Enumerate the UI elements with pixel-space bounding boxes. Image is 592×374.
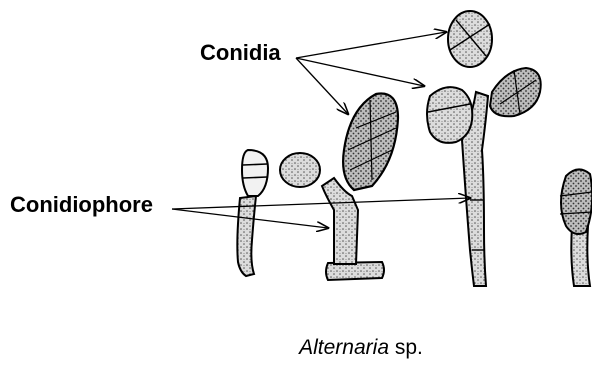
label-conidiophore: Conidiophore [10,192,153,218]
conidium-left [242,150,268,196]
conidiophore-left [237,196,256,276]
conidium-top [448,11,492,67]
conidium-right-left [427,87,472,143]
caption: Alternaria sp. [0,336,592,360]
conidium-middle-large [343,94,398,191]
conidium-right-right [490,68,541,116]
conidiophore-far-right [560,169,592,286]
conidium-middle-oval [280,153,320,187]
caption-suffix: sp. [389,336,423,359]
arrows-conidiophore [172,198,470,228]
conidiophore-middle [322,178,358,264]
label-conidia: Conidia [200,40,281,66]
caption-genus: Alternaria [299,336,389,359]
